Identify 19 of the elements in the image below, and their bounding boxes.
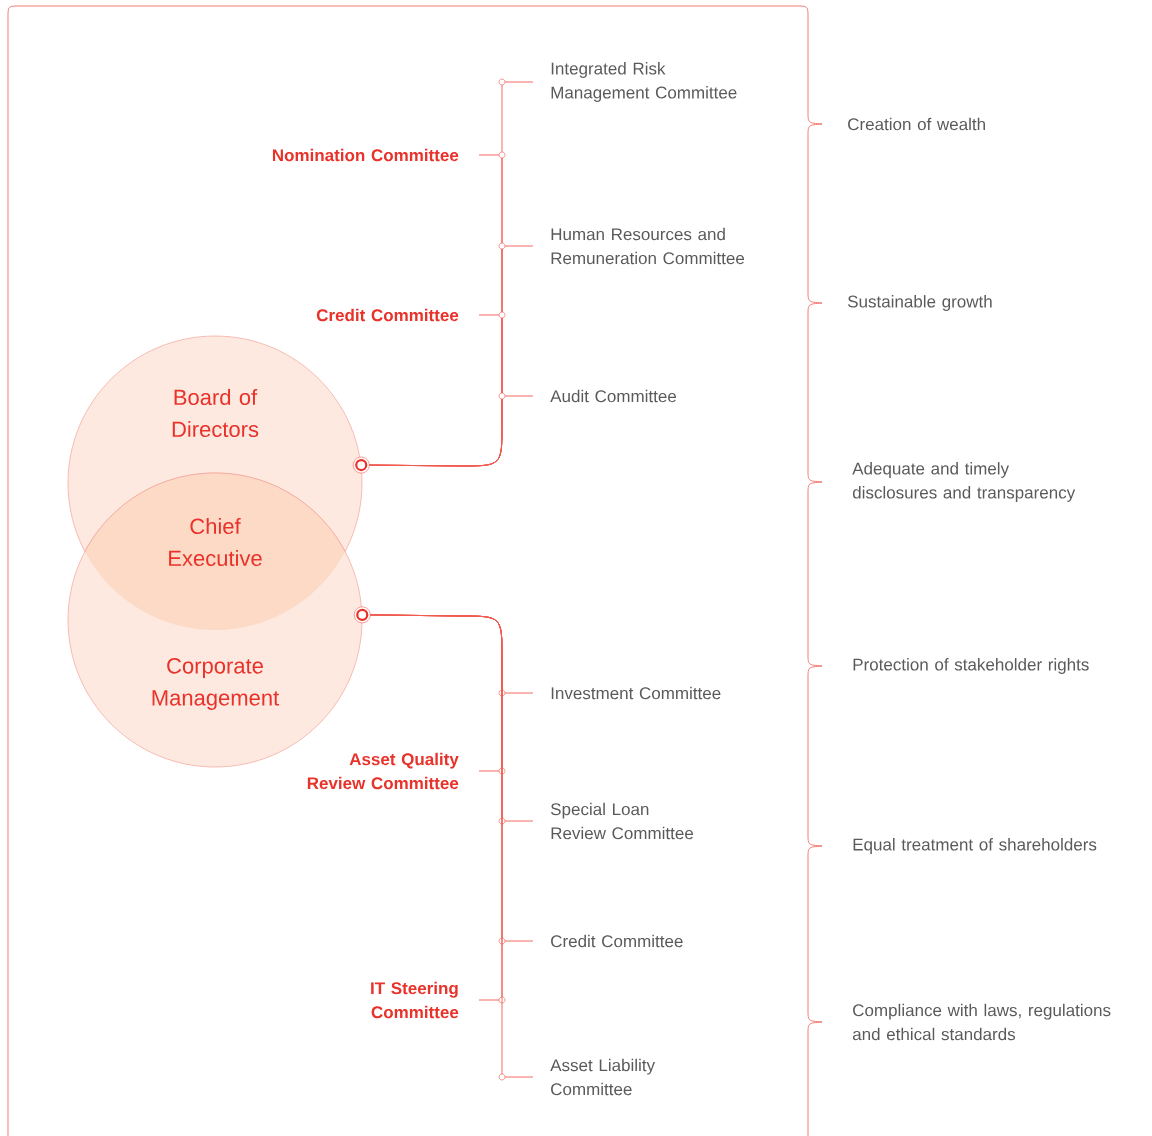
connector-line — [368, 392, 534, 467]
committee-label: Special Loan Review Committee — [550, 802, 693, 840]
principle-label: Protection of stakeholder rights — [853, 658, 1089, 674]
connector-line — [369, 614, 534, 1081]
committee-label: Credit Committee — [551, 934, 683, 948]
committee-label: Human Resources and Remuneration Committee — [551, 227, 745, 265]
committee-label: Asset Liability Committee — [550, 1058, 656, 1096]
principle-label: Sustainable growth — [848, 295, 992, 311]
principle-label: Compliance with laws, regulations and ethical standards — [852, 1003, 1111, 1041]
committee-label: Audit Committee — [550, 389, 677, 403]
overlap-lens: Chief Executive — [68, 472, 362, 630]
principle-label: Equal treatment of shareholders — [853, 838, 1097, 854]
committee-label: Nomination Committee — [272, 148, 459, 162]
committee-label: IT Steering Committee — [371, 981, 459, 1019]
committee-label: Credit Committee — [316, 308, 459, 322]
principle-label: Adequate and timely disclosures and transparency — [852, 462, 1076, 502]
principle-label: Creation of wealth — [848, 117, 985, 131]
committee-label: Investment Committee — [551, 686, 721, 700]
committee-label: Integrated Risk Management Committee — [551, 62, 737, 102]
